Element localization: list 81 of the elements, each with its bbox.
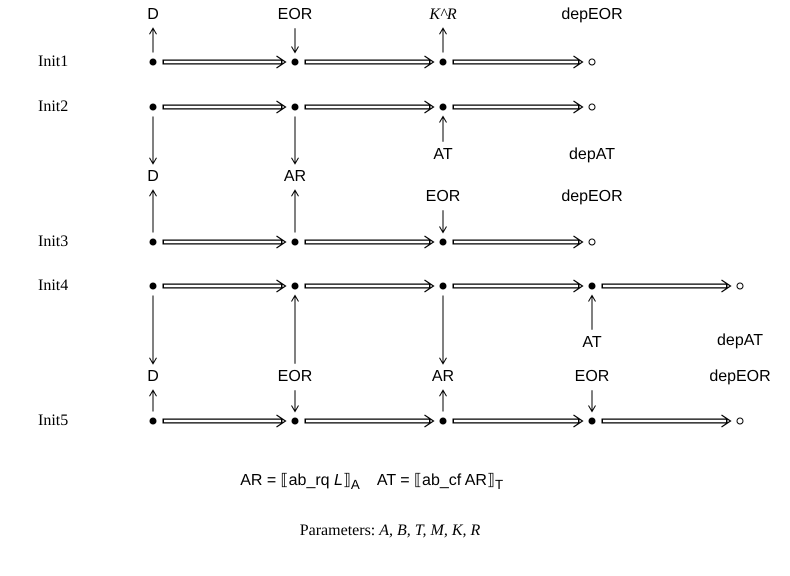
row-label: Init4 [38,276,68,296]
double-arrow [602,280,732,292]
node-label: AT [433,146,453,164]
open-circle [588,58,596,66]
node-label: EOR [574,368,610,386]
arrow [291,294,299,364]
node-caption: depEOR [709,368,771,386]
formula-text: AT = ⟦ab_cf AR⟧$_{T}$ [376,472,504,492]
node-label: D [147,368,159,386]
double-arrow [162,280,287,292]
row-label: Init2 [38,98,68,116]
arrow [439,389,447,412]
double-arrow [452,56,584,68]
open-circle [588,238,596,246]
double-arrow [304,414,435,428]
double-arrow [452,100,584,114]
double-arrow [304,280,435,292]
arrow [291,28,299,54]
double-arrow [304,100,435,114]
node-caption: depEOR [561,6,623,24]
parameters-text: Parameters: A, B, T, M, K, R [300,522,480,540]
arrow [291,189,299,233]
arrow [439,116,447,142]
double-arrow [162,414,287,428]
double-arrow [452,414,584,428]
node-caption: depEOR [561,188,623,206]
double-arrow [452,280,584,292]
arrow [149,295,157,365]
arrow [149,27,157,53]
arrow [149,116,157,165]
node-caption: depAT [569,146,615,164]
double-arrow [162,100,287,114]
double-arrow [304,236,435,248]
node-label: EOR [426,188,460,206]
arrow [291,116,299,165]
arrow [439,27,447,53]
dot [292,104,298,110]
node-label: AR [432,368,454,386]
dot [440,58,446,66]
dot [292,282,298,290]
open-circle [736,282,744,290]
node-label: AR [284,168,306,186]
dot [588,282,596,290]
open-circle [588,104,596,110]
dot [440,238,446,246]
arrow [439,210,447,234]
arrow [149,389,157,412]
row-label: Init5 [38,412,68,430]
dot [292,58,298,66]
dot [150,58,156,66]
dot [588,418,596,424]
node-label: D [147,6,159,24]
node-label: K^R [429,6,457,24]
double-arrow [162,56,287,68]
arrow [588,390,596,412]
node-label: AT [582,334,602,352]
double-arrow [602,414,732,428]
arrow [291,390,299,412]
node-label: EOR [278,368,312,386]
dot [150,238,156,246]
double-arrow [452,236,584,248]
row-label: Init3 [38,232,68,252]
node-label: EOR [278,6,312,24]
row-label: Init1 [38,52,68,72]
dot [440,282,446,290]
dot [150,282,156,290]
open-circle [736,418,744,424]
arrow [588,294,596,330]
arrow [439,295,447,365]
formula-text: AR = ⟦ab_rq L⟧$_{A}$ [240,472,360,492]
dot [150,418,156,424]
node-label: D [147,168,159,186]
double-arrow [162,236,287,248]
dot [440,104,446,110]
dot [150,104,156,110]
dot [292,418,298,424]
node-caption: depAT [717,332,763,350]
double-arrow [304,56,435,68]
arrow [149,189,157,233]
dot [440,418,446,424]
dot [292,238,298,246]
